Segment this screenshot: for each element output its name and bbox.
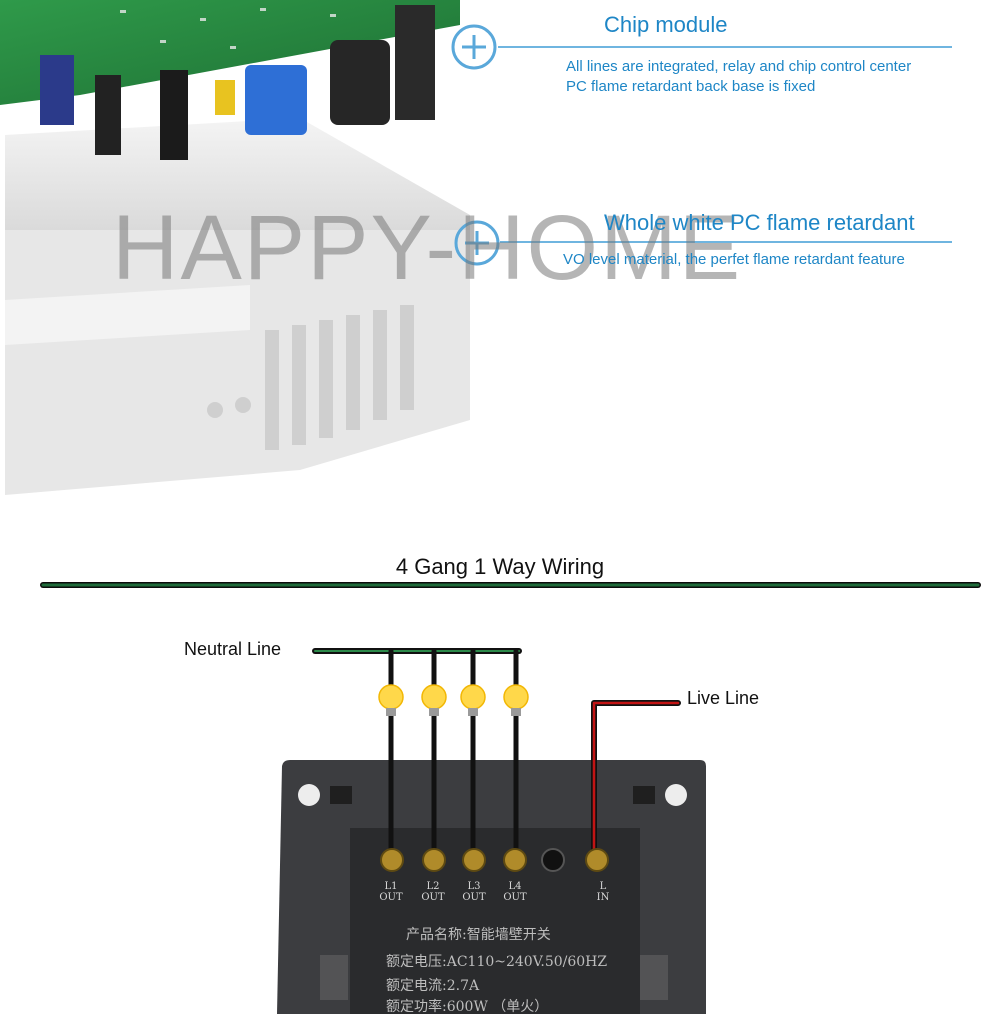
terminal-label-l3: L3 OUT xyxy=(462,881,486,903)
terminal-label-l-in: L IN xyxy=(596,881,610,903)
live-line-label: Live Line xyxy=(687,688,760,708)
terminal-screws xyxy=(380,848,609,872)
lamp-l3-icon xyxy=(460,684,486,716)
base-fins xyxy=(265,305,414,450)
chip-module-title: Chip module xyxy=(604,12,728,37)
spec-rated-current: 额定电流:2.7A xyxy=(386,978,480,994)
lamp-l4-icon xyxy=(503,684,529,716)
lamp-l2-icon xyxy=(421,684,447,716)
chip-module-desc-2: PC flame retardant back base is fixed xyxy=(566,78,816,95)
terminal-label-l1: L1 OUT xyxy=(379,881,403,903)
panel-screw-hole-right xyxy=(665,784,687,806)
base-desc-1: VO level material, the perfet flame reta… xyxy=(563,251,905,268)
wiring-diagram xyxy=(40,582,981,1014)
base-marker-icon xyxy=(454,220,500,266)
relay-component xyxy=(245,65,307,135)
chip-module-desc-1: All lines are integrated, relay and chip… xyxy=(566,58,912,75)
spec-rated-voltage: 额定电压:AC110~240V.50/60HZ xyxy=(386,954,608,970)
lamp-l1-icon xyxy=(378,684,404,716)
chip-module-marker-icon xyxy=(451,24,497,70)
live-wire xyxy=(591,700,681,863)
neutral-line-label: Neutral Line xyxy=(184,639,282,659)
watermark-text: HAPPY-HOME xyxy=(112,197,743,299)
terminal-label-l4: L4 OUT xyxy=(503,881,527,903)
panel-screw-hole-left xyxy=(298,784,320,806)
terminal-label-l2: L2 OUT xyxy=(421,881,445,903)
switch-module-illustration xyxy=(0,0,952,495)
spec-rated-power: 额定功率:600W （单火） xyxy=(386,999,549,1015)
base-title: Whole white PC flame retardant xyxy=(604,210,915,235)
spec-product-name: 产品名称:智能墙壁开关 xyxy=(406,927,551,943)
product-photo: HAPPY-HOME Chip module All lines are int… xyxy=(0,0,1000,500)
white-base-top xyxy=(5,118,470,235)
wiring-title: 4 Gang 1 Way Wiring xyxy=(395,554,605,579)
